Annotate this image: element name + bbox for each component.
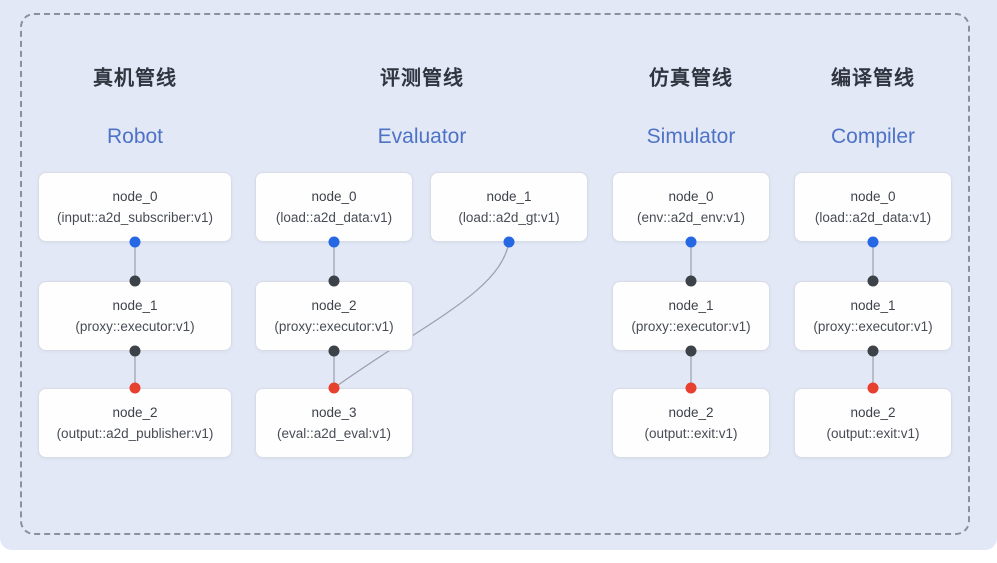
node-type-label: (output::exit:v1) bbox=[644, 426, 738, 441]
input-port-black-dot bbox=[867, 275, 879, 287]
pipeline-title-cn-evaluator: 评测管线 bbox=[380, 67, 464, 90]
node-type-label: (proxy::executor:v1) bbox=[813, 319, 933, 334]
node-id-label: node_2 bbox=[112, 405, 158, 420]
output-port-blue-dot bbox=[129, 236, 141, 248]
node-compiler-node_0: node_0(load::a2d_data:v1) bbox=[794, 172, 952, 242]
node-robot-node_0: node_0(input::a2d_subscriber:v1) bbox=[38, 172, 232, 242]
node-compiler-node_1: node_1(proxy::executor:v1) bbox=[794, 281, 952, 351]
pipeline-title-cn-compiler: 编译管线 bbox=[831, 67, 915, 90]
output-port-black-dot bbox=[328, 345, 340, 357]
node-id-label: node_0 bbox=[668, 189, 714, 204]
pipeline-title-en-evaluator: Evaluator bbox=[377, 125, 467, 148]
node-compiler-node_2: node_2(output::exit:v1) bbox=[794, 388, 952, 458]
node-type-label: (input::a2d_subscriber:v1) bbox=[56, 210, 214, 225]
pipeline-title-cn-simulator: 仿真管线 bbox=[649, 67, 733, 90]
node-type-label: (output::exit:v1) bbox=[826, 426, 920, 441]
node-type-label: (output::a2d_publisher:v1) bbox=[56, 426, 214, 441]
node-simulator-node_1: node_1(proxy::executor:v1) bbox=[612, 281, 770, 351]
node-type-label: (proxy::executor:v1) bbox=[631, 319, 751, 334]
node-simulator-node_2: node_2(output::exit:v1) bbox=[612, 388, 770, 458]
input-port-red-dot bbox=[328, 382, 340, 394]
input-port-red-dot bbox=[129, 382, 141, 394]
node-id-label: node_1 bbox=[112, 298, 158, 313]
node-id-label: node_1 bbox=[668, 298, 714, 313]
node-type-label: (proxy::executor:v1) bbox=[75, 319, 195, 334]
node-type-label: (proxy::executor:v1) bbox=[274, 319, 394, 334]
node-id-label: node_2 bbox=[668, 405, 714, 420]
node-type-label: (load::a2d_gt:v1) bbox=[458, 210, 560, 225]
node-id-label: node_1 bbox=[850, 298, 896, 313]
output-port-black-dot bbox=[685, 345, 697, 357]
output-port-black-dot bbox=[129, 345, 141, 357]
node-id-label: node_1 bbox=[486, 189, 532, 204]
output-port-blue-dot bbox=[328, 236, 340, 248]
node-evaluator-node_2: node_2(proxy::executor:v1) bbox=[255, 281, 413, 351]
node-id-label: node_0 bbox=[850, 189, 896, 204]
node-type-label: (load::a2d_data:v1) bbox=[814, 210, 932, 225]
input-port-red-dot bbox=[867, 382, 879, 394]
input-port-black-dot bbox=[328, 275, 340, 287]
input-port-black-dot bbox=[129, 275, 141, 287]
input-port-black-dot bbox=[685, 275, 697, 287]
dashed-border-frame bbox=[20, 13, 970, 535]
node-robot-node_2: node_2(output::a2d_publisher:v1) bbox=[38, 388, 232, 458]
node-id-label: node_2 bbox=[311, 298, 357, 313]
input-port-red-dot bbox=[685, 382, 697, 394]
node-type-label: (eval::a2d_eval:v1) bbox=[276, 426, 392, 441]
pipeline-title-en-simulator: Simulator bbox=[646, 125, 736, 148]
output-port-blue-dot bbox=[503, 236, 515, 248]
output-port-blue-dot bbox=[685, 236, 697, 248]
pipeline-title-en-robot: Robot bbox=[106, 125, 164, 148]
node-id-label: node_3 bbox=[311, 405, 357, 420]
node-type-label: (env::a2d_env:v1) bbox=[636, 210, 746, 225]
pipeline-title-en-compiler: Compiler bbox=[830, 125, 916, 148]
node-id-label: node_0 bbox=[311, 189, 357, 204]
node-id-label: node_2 bbox=[850, 405, 896, 420]
node-evaluator-node_0: node_0(load::a2d_data:v1) bbox=[255, 172, 413, 242]
pipeline-title-cn-robot: 真机管线 bbox=[93, 67, 177, 90]
node-type-label: (load::a2d_data:v1) bbox=[275, 210, 393, 225]
node-evaluator-node_1: node_1(load::a2d_gt:v1) bbox=[430, 172, 588, 242]
edge-evaluator-node_1-to-node_3 bbox=[333, 241, 510, 389]
node-robot-node_1: node_1(proxy::executor:v1) bbox=[38, 281, 232, 351]
output-port-blue-dot bbox=[867, 236, 879, 248]
panel-background bbox=[0, 0, 997, 550]
node-evaluator-node_3: node_3(eval::a2d_eval:v1) bbox=[255, 388, 413, 458]
node-id-label: node_0 bbox=[112, 189, 158, 204]
output-port-black-dot bbox=[867, 345, 879, 357]
node-simulator-node_0: node_0(env::a2d_env:v1) bbox=[612, 172, 770, 242]
